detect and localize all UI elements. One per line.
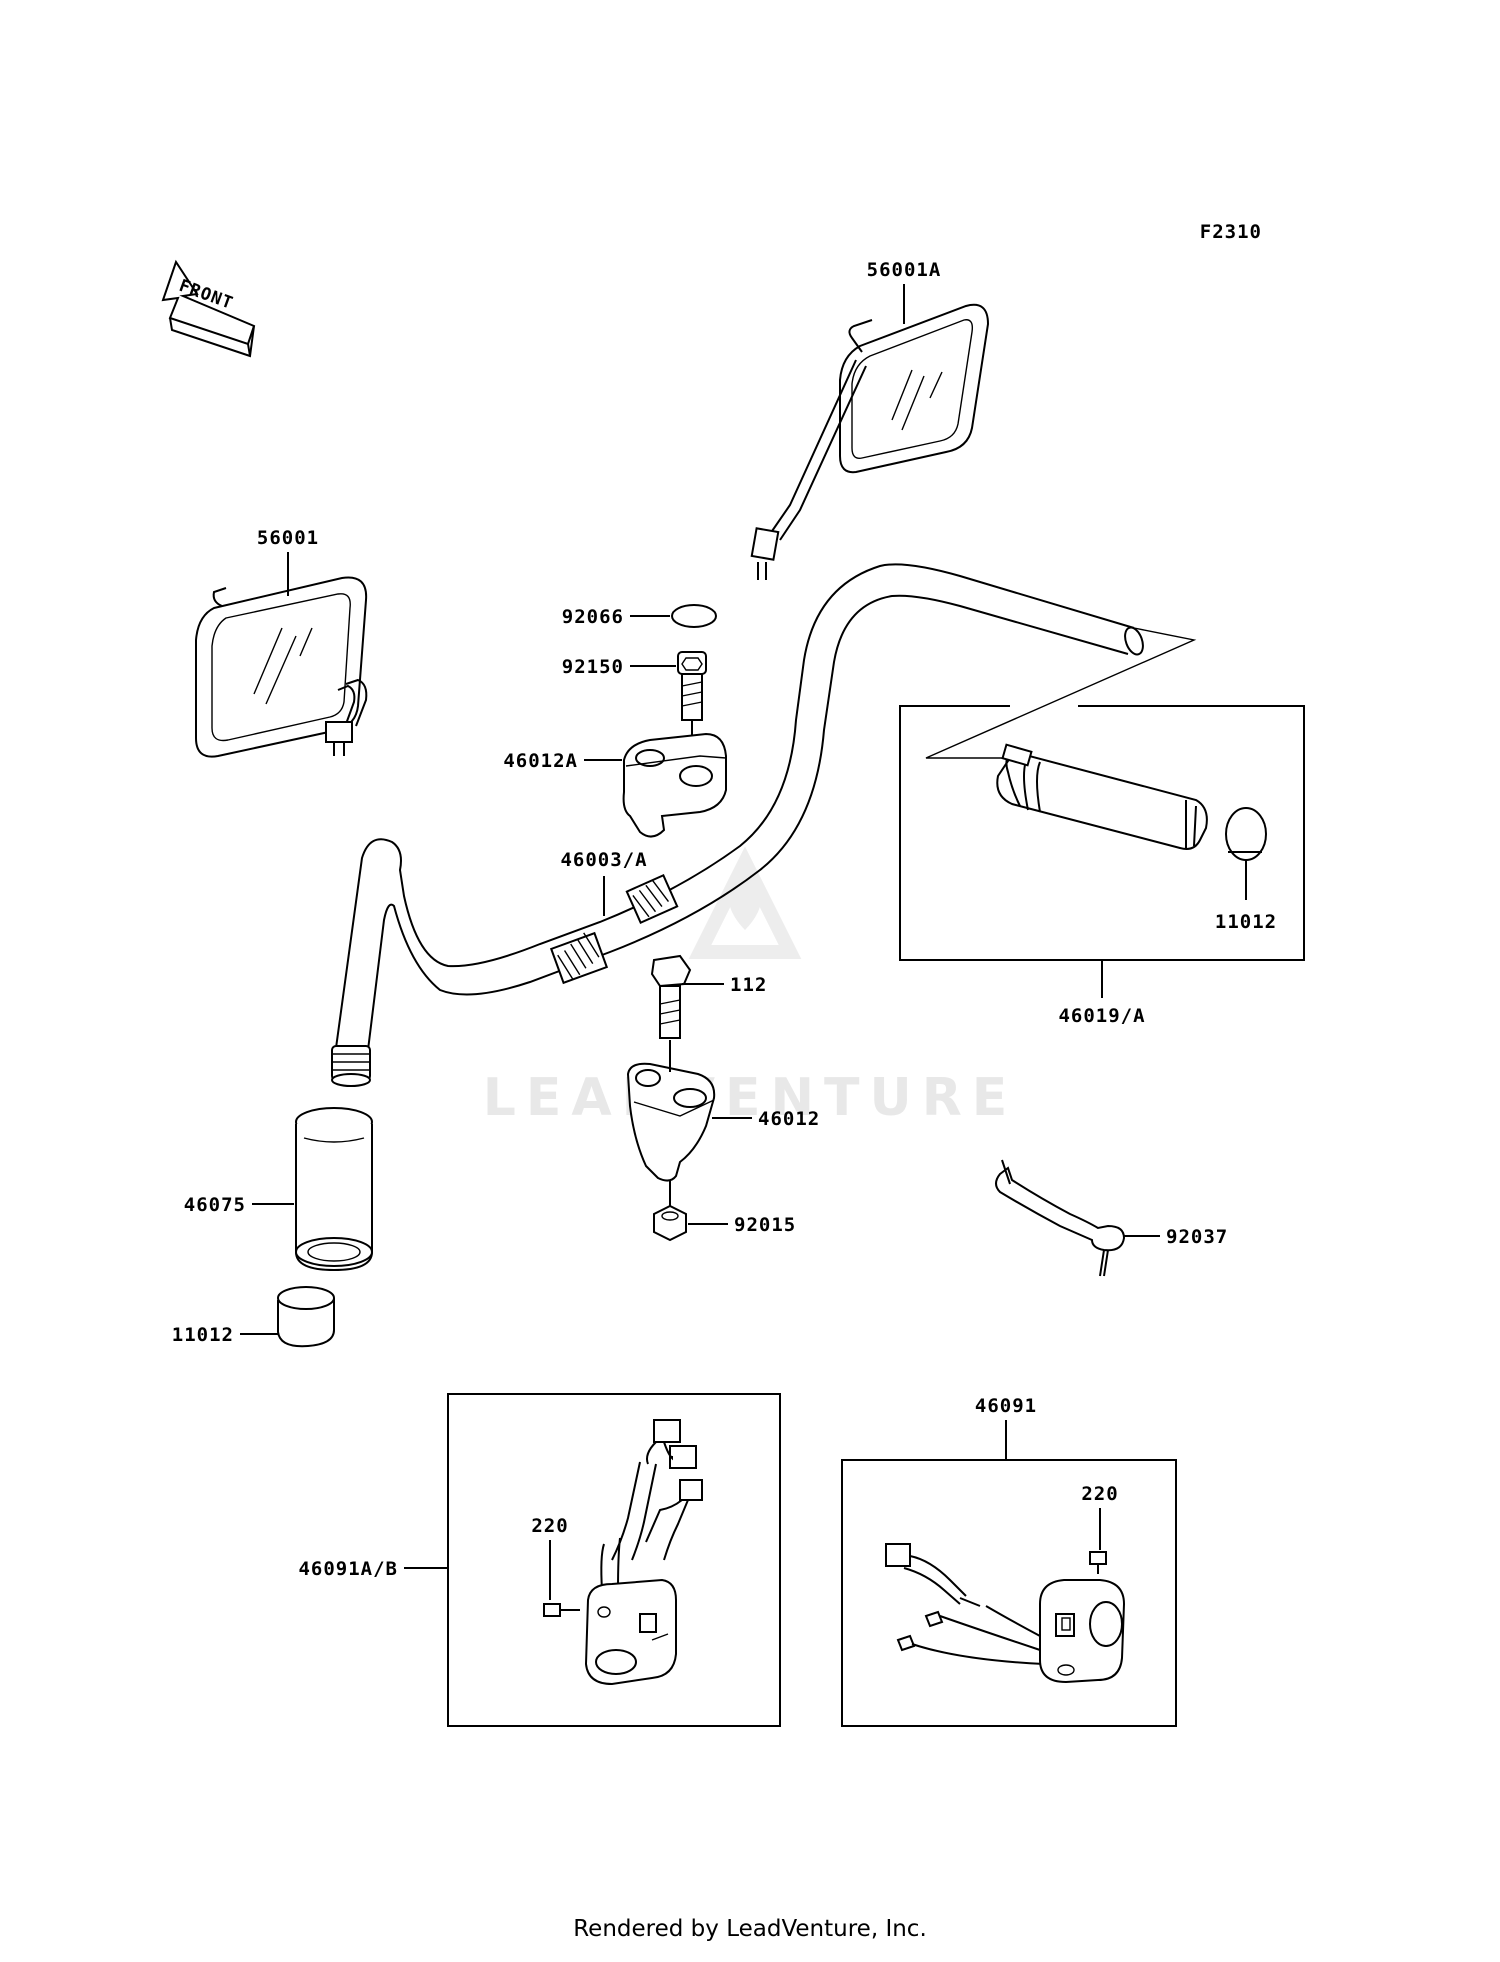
callout-46091: 46091 — [975, 1395, 1037, 1417]
callout-11012-right: 11012 — [1215, 911, 1277, 933]
nut-92015 — [653, 1204, 687, 1242]
callout-56001: 56001 — [257, 527, 319, 549]
callout-92150: 92150 — [562, 656, 624, 678]
callout-220-left: 220 — [531, 1515, 568, 1537]
switch-left-box — [447, 1393, 781, 1727]
callout-46003A: 46003/A — [560, 849, 647, 871]
bolt-112 — [650, 954, 692, 1039]
handlebar-46003 — [331, 563, 1144, 1087]
key-92037 — [995, 1159, 1126, 1277]
callout-92015: 92015 — [734, 1214, 796, 1236]
grip-46075 — [295, 1107, 373, 1272]
callout-112: 112 — [730, 974, 767, 996]
callout-46012: 46012 — [758, 1108, 820, 1130]
callout-92066: 92066 — [562, 606, 624, 628]
cap-92066 — [671, 604, 717, 628]
footer-credit: Rendered by LeadVenture, Inc. — [573, 1916, 927, 1942]
holder-46012A — [622, 732, 727, 838]
callout-46019A: 46019/A — [1058, 1005, 1145, 1027]
switch-right-46091 — [885, 1543, 1126, 1684]
callout-92037: 92037 — [1166, 1226, 1228, 1248]
end-cap-11012-left — [277, 1286, 335, 1348]
callout-46075: 46075 — [184, 1194, 246, 1216]
mirror-right — [750, 303, 990, 580]
bolt-92150 — [677, 651, 707, 721]
switch-right-box — [841, 1459, 1177, 1727]
callout-220-right: 220 — [1081, 1483, 1118, 1505]
figure-code: F2310 — [1200, 221, 1262, 243]
mirror-left — [195, 576, 368, 758]
callout-56001A: 56001A — [867, 259, 942, 281]
callout-11012-left: 11012 — [172, 1324, 234, 1346]
grip-assembly-box — [899, 627, 1305, 961]
callout-46012A: 46012A — [503, 750, 578, 772]
callout-46091AB: 46091A/B — [298, 1558, 398, 1580]
switch-left-46091AB — [543, 1419, 703, 1686]
holder-46012 — [626, 1062, 716, 1182]
front-arrow-icon: FRONT — [161, 259, 256, 358]
